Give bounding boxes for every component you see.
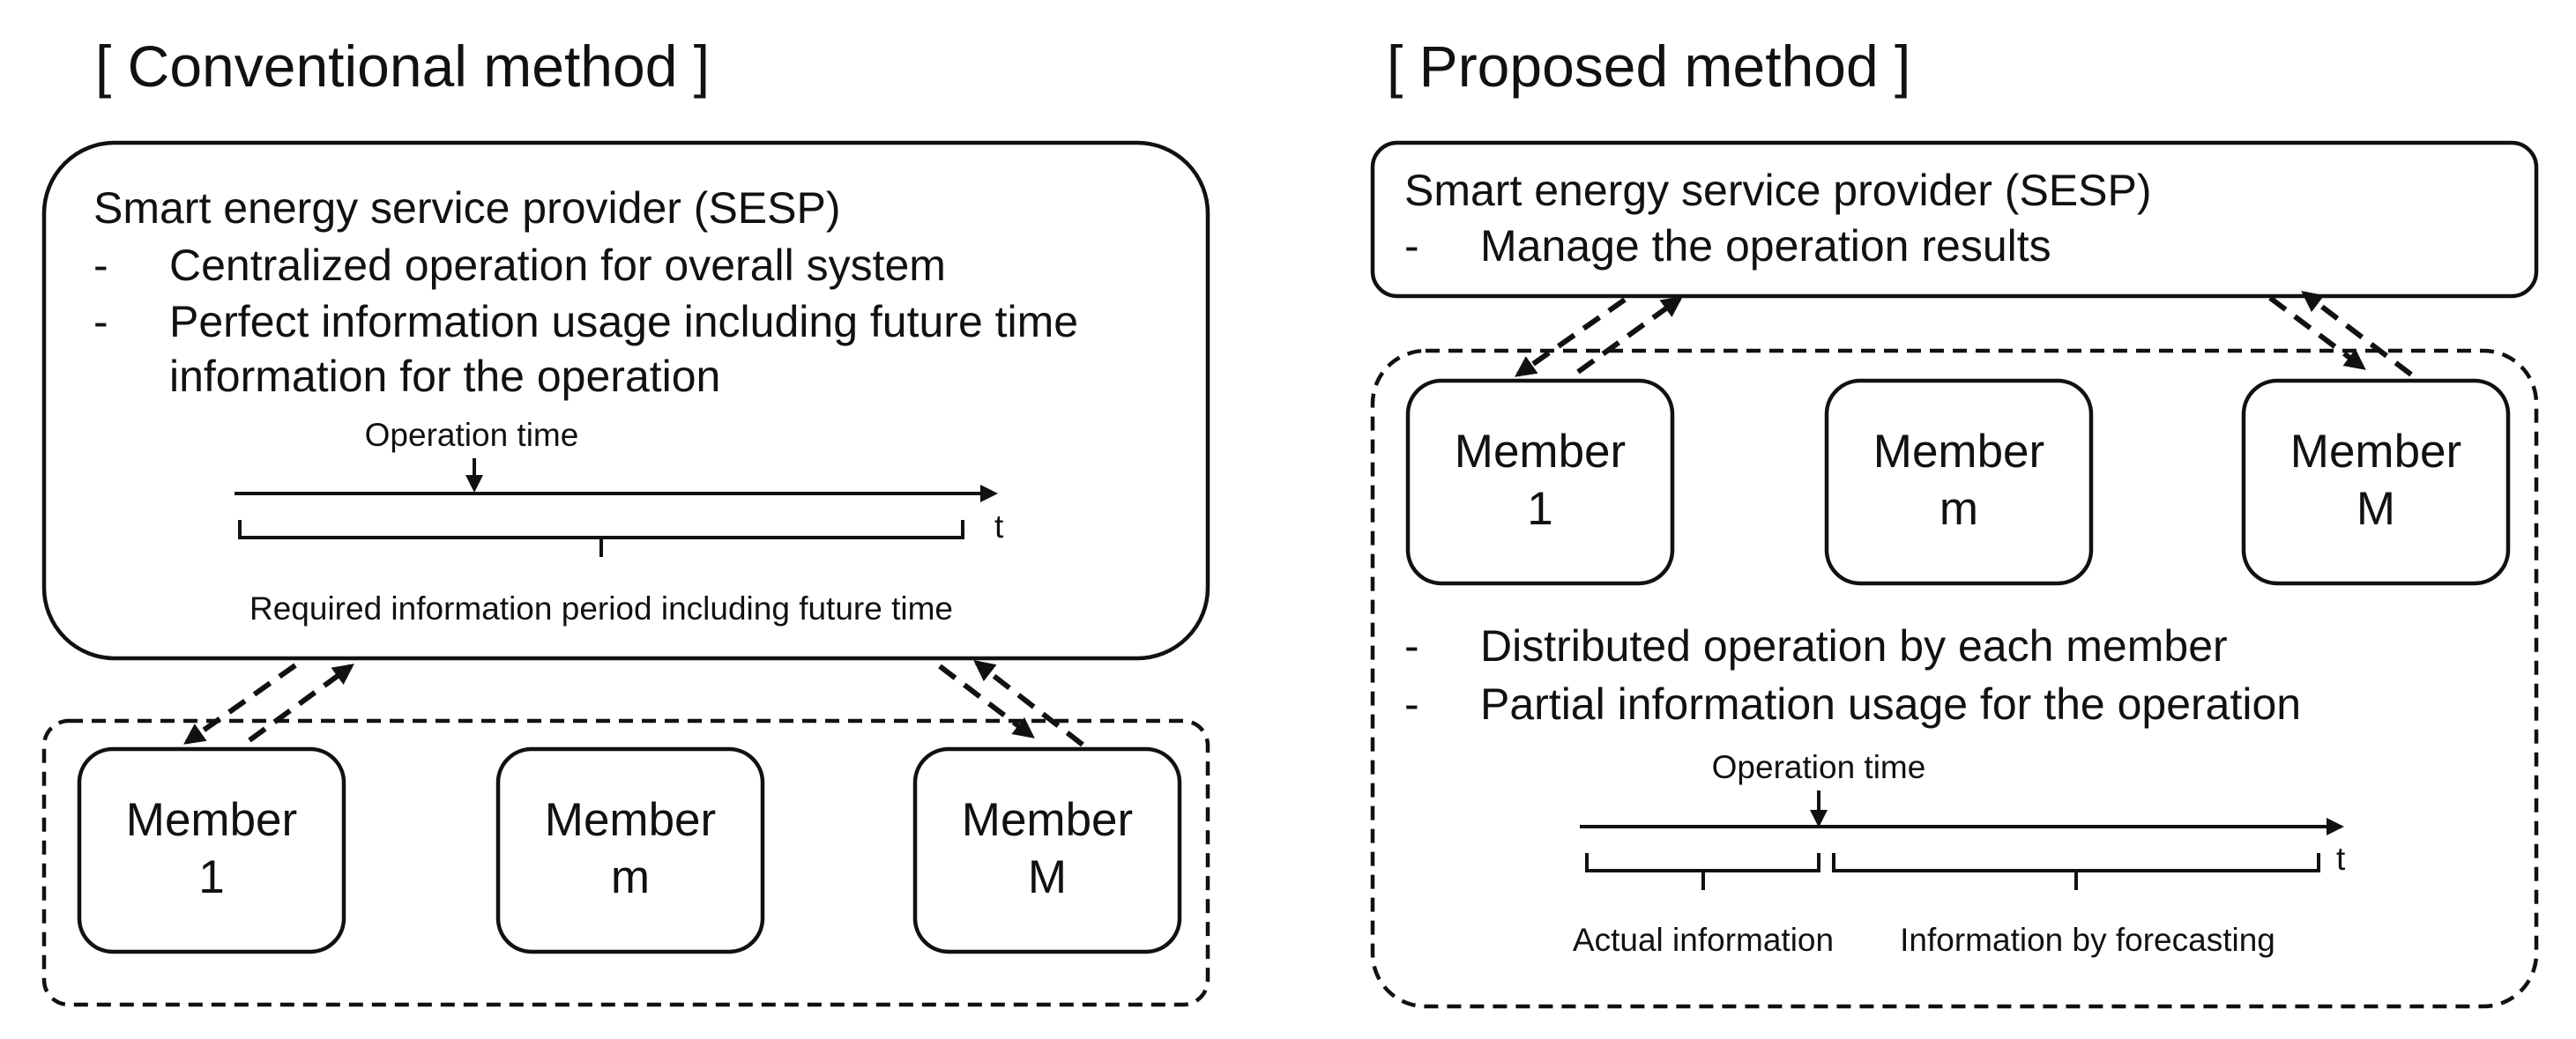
member-label: Member (2290, 426, 2461, 478)
member-index: 1 (1527, 483, 1552, 535)
bullet-marker: - (93, 297, 108, 346)
member-label: Member (545, 794, 716, 846)
required-period-label: Required information period including fu… (249, 590, 953, 627)
download-arrow-member-1 (1515, 297, 1627, 377)
member-box-m: Member m (1824, 378, 2094, 586)
member-box-big-m: Member M (2241, 378, 2511, 586)
member-box-1: Member 1 (1405, 378, 1675, 586)
sesp-box (1370, 140, 2539, 299)
forecast-info-bracket (1832, 853, 2320, 890)
members-group (41, 718, 1210, 1007)
operation-time-label: Operation time (365, 417, 579, 453)
upload-arrow-member-big-m (2301, 291, 2413, 377)
member-index: m (611, 851, 650, 903)
conventional-panel: [ Conventional method ] Smart energy ser… (41, 33, 1210, 1007)
member-box-1: Member 1 (77, 746, 346, 954)
sesp-title: Smart energy service provider (SESP) (93, 183, 841, 233)
proposed-timeline: Operation time t Actual information Info… (1573, 749, 2346, 958)
member-label: Member (1455, 426, 1626, 478)
forecasting-information-label: Information by forecasting (1900, 922, 2275, 958)
sesp-title: Smart energy service provider (SESP) (1404, 166, 2152, 215)
conventional-heading: [ Conventional method ] (95, 33, 710, 99)
sesp-bullet-perfect-info: Perfect information usage including futu… (169, 297, 1078, 346)
download-arrow-member-1 (183, 663, 297, 745)
member-label: Member (962, 794, 1133, 846)
sesp-box (41, 140, 1210, 661)
bullet-marker: - (1404, 621, 1419, 671)
actual-information-label: Actual information (1573, 922, 1834, 958)
operation-time-label: Operation time (1712, 749, 1926, 785)
member-label: Member (126, 794, 297, 846)
member-index: M (1028, 851, 1067, 903)
sesp-bullet-centralized: Centralized operation for overall system (169, 241, 946, 290)
download-arrow-member-big-m (938, 664, 1035, 738)
conventional-timeline: Operation time t Required information pe… (235, 417, 1004, 627)
time-axis-label: t (2336, 841, 2346, 877)
proposed-exchange-arrows (1515, 291, 2413, 377)
member-label: Member (1873, 426, 2044, 478)
partial-information-text: Partial information usage for the operat… (1480, 679, 2301, 729)
bullet-marker: - (93, 241, 108, 290)
sesp-bullet-perfect-info-cont: information for the operation (169, 352, 720, 401)
sesp-bullet-manage-results: Manage the operation results (1480, 221, 2051, 271)
download-arrow-member-big-m (2268, 295, 2366, 370)
time-axis-label: t (994, 508, 1004, 545)
member-box-m: Member m (495, 746, 765, 954)
member-box-big-m: Member M (912, 746, 1182, 954)
distributed-operation-text: Distributed operation by each member (1480, 621, 2228, 671)
period-bracket (238, 520, 964, 557)
upload-arrow-member-1 (248, 664, 354, 743)
actual-info-bracket (1585, 853, 1820, 890)
upload-arrow-member-1 (1576, 296, 1683, 375)
conventional-exchange-arrows (183, 660, 1084, 747)
member-index: 1 (198, 851, 224, 903)
member-index: m (1939, 483, 1978, 535)
proposed-panel: [ Proposed method ] Smart energy service… (1370, 33, 2539, 1009)
upload-arrow-member-big-m (973, 660, 1084, 747)
proposed-heading: [ Proposed method ] (1387, 33, 1910, 99)
member-index: M (2356, 483, 2395, 535)
members-group (1370, 348, 2539, 1009)
bullet-marker: - (1404, 679, 1419, 729)
bullet-marker: - (1404, 221, 1419, 271)
